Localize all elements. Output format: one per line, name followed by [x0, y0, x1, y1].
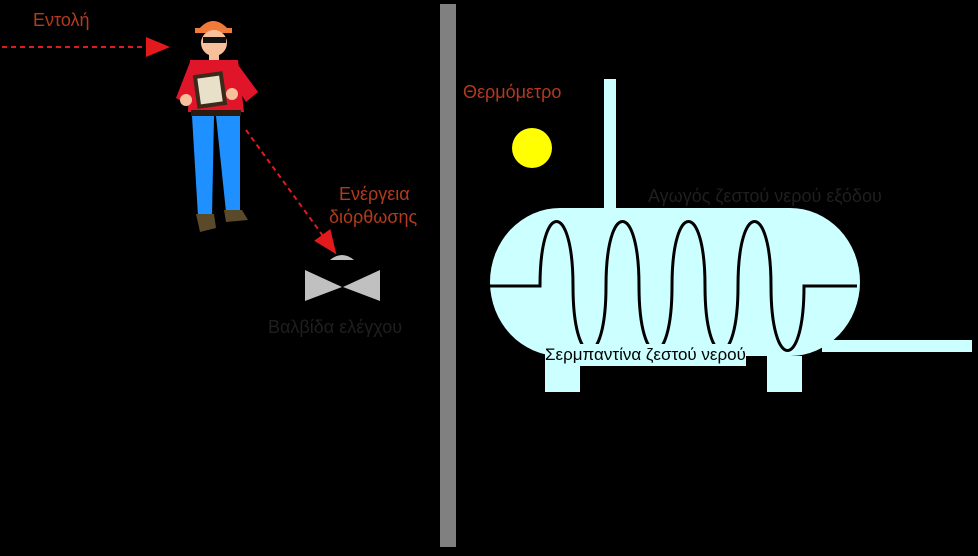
hot-water-coil-line [490, 220, 857, 352]
corrective-action-label-line1: Ενέργεια [339, 184, 410, 204]
thermometer-bulb-icon [512, 128, 552, 168]
outlet-pipe [822, 340, 972, 352]
corrective-action-label-line2: διόρθωσης [329, 207, 418, 227]
hot-water-coil-label: Σερμπαντίνα ζεστού νερού [545, 344, 746, 366]
tank-body [490, 208, 860, 356]
dividing-wall [440, 4, 456, 547]
hot-water-outlet-label: Αγωγός ζεστού νερού εξόδου [648, 186, 882, 206]
corrective-action-arrow [245, 129, 337, 255]
thermometer-stem [604, 79, 616, 213]
command-label: Εντολή [33, 10, 90, 30]
control-valve-label: Βαλβίδα ελέγχου [268, 317, 403, 337]
thermometer-label: Θερμόμετρο [463, 82, 562, 102]
worker-with-clipboard-icon [176, 21, 258, 232]
tank-leg-right [767, 356, 802, 392]
valve-icon [305, 255, 380, 301]
